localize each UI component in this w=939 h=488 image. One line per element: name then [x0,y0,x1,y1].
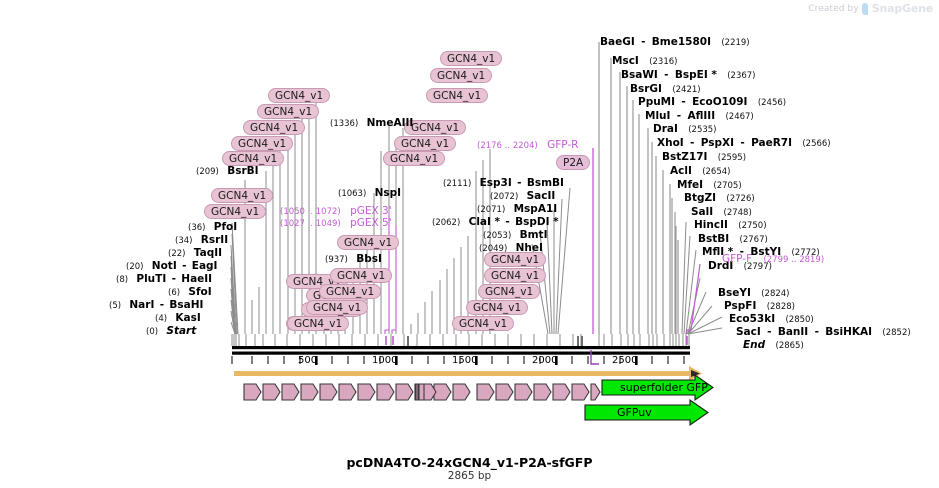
site-label-clai-bspdi: (2062) ClaI * - BspDI * [432,216,559,229]
site-label-pfoi: (36) PfoI [188,221,238,234]
site-label-bsrgi: BsrGI (2421) [630,83,701,96]
feature-chip-gcn4-15[interactable]: GCN4_v1 [306,300,369,315]
ruler-tick-1500: 1500 [452,355,478,366]
site-label-nari-bsahi: (5) NarI - BsaHI [109,299,204,312]
site-label-sacii: (2072) SacII [490,190,556,203]
site-label-drdi: DrdI (2797) [708,260,772,273]
ruler-tick-2000: 2000 [532,355,558,366]
site-label-end: End (2865) [743,339,804,352]
feature-label-superfolder-gfp: superfolder GFP [620,381,708,394]
gfp-r-bracket [590,350,599,365]
primer-label-pgex-5prime: (1027 .. 1049) pGEX 5' [280,217,392,230]
feature-chip-gcn4-8[interactable]: GCN4_v1 [231,136,294,151]
feature-chip-gcn4-25[interactable]: GCN4_v1 [478,284,541,299]
site-label-bstbi: BstBI (2767) [698,233,768,246]
ruler-tick-1000: 1000 [372,355,398,366]
site-label-sali: SalI (2748) [691,206,752,219]
ruler-minor-ticks [231,356,685,364]
gcn4-repeat-arrows [243,383,601,401]
site-label-baegi-bme1580i: BaeGI - Bme1580I (2219) [600,36,750,49]
feature-chip-gcn4-7[interactable]: GCN4_v1 [222,151,285,166]
feature-chip-gcn4-18[interactable]: GCN4_v1 [394,136,457,151]
site-label-bseyi: BseYI (2824) [718,287,790,300]
connector-line-gfp-f [686,263,701,334]
site-label-btgzi: BtgZI (2726) [684,192,755,205]
site-label-taqii: (22) TaqII [168,247,223,260]
site-label-nmeaiii: (1336) NmeAIII [330,117,414,130]
site-label-mflii-bstyi: MflI * - BstYI (2772) [702,246,820,259]
feature-chip-gcn4-13[interactable]: GCN4_v1 [330,268,393,283]
watermark-brand: SnapGene [871,2,933,15]
site-label-mspa1i: (2071) MspA1I [477,203,558,216]
sequence-backbone [232,346,690,355]
site-label-saci-banii-bsihkai: SacI - BanII - BsiHKAI (2852) [736,326,911,339]
connector-lines-left [230,93,317,335]
feature-chip-p2a[interactable]: P2A [556,155,591,170]
page-title: pcDNA4TO-24xGCN4_v1-P2A-sfGFP [346,455,593,470]
feature-chip-gcn4-21[interactable]: GCN4_v1 [430,68,493,83]
primer-tick-marks [385,336,688,345]
site-label-acli: AclI (2654) [670,165,731,178]
feature-chip-gcn4-10[interactable]: GCN4_v1 [257,104,320,119]
primer-label-gfp-f: GFP-F (2799 .. 2819) [722,253,825,266]
orf-orange-arrow [234,366,702,381]
feature-chip-gcn4-19[interactable]: GCN4_v1 [404,120,467,135]
primer-label-pgex-3prime: (1050 .. 1072) pGEX 3' [280,205,392,218]
page-subtitle: 2865 bp [447,470,492,482]
site-label-xhoi-pspxi-paer7i: XhoI - PspXI - PaeR7I (2566) [657,137,831,150]
ruler-tick-2500: 2500 [612,355,638,366]
site-label-mlui-afliii: MluI - AflIII (2467) [645,110,754,123]
feature-chip-gcn4-14[interactable]: GCN4_v1 [319,284,382,299]
restriction-tick-marks-bold [407,336,583,346]
site-label-rsrii: (34) RsrII [175,234,229,247]
site-label-pluti-haeii: (8) PluTI - HaeII [116,273,213,286]
connector-lines-mid-right-fan [531,187,571,335]
feature-chip-gcn4-16[interactable]: GCN4_v1 [287,316,350,331]
site-label-pspfi: PspFI (2828) [724,300,795,313]
feature-label-gfpuv: GFPuv [617,406,652,419]
site-label-bsawi-bspei: BsaWI - BspEI * (2367) [621,69,756,82]
watermark-prefix: Created by [808,3,859,14]
feature-chip-gcn4-6[interactable]: GCN4_v1 [211,188,274,203]
site-label-bmti: (2053) BmtI [483,229,548,242]
superfolder-gfp-arrow [601,373,714,402]
gfpuv-arrow [584,398,709,427]
snapgene-watermark: Created by SnapGene [808,2,933,15]
site-label-nhei: (2049) NheI [479,242,543,255]
connector-lines-right-vertical [598,42,679,334]
site-label-eco53ki: Eco53kI (2850) [729,313,814,326]
feature-chip-gcn4-22[interactable]: GCN4_v1 [440,51,503,66]
primer-label-gfp-r: (2176 .. 2204) GFP-R [477,139,579,152]
site-label-bbsi: (937) BbsI [325,253,382,266]
site-label-sfoi: (6) SfoI [168,286,212,299]
feature-chip-gcn4-12[interactable]: GCN4_v1 [337,235,400,250]
site-label-bsrbi: (209) BsrBI [196,165,259,178]
site-label-bstz17i: BstZ17I (2595) [662,151,747,164]
site-label-start: (0) Start [146,325,197,338]
site-label-esp3i-bsmbi: (2111) Esp3I - BsmBI [443,177,564,190]
ruler-major-ticks [315,356,638,365]
feature-chip-gcn4-27[interactable]: GCN4_v1 [452,316,515,331]
feature-chip-gcn4-9[interactable]: GCN4_v1 [243,120,306,135]
site-label-nspi: (1063) NspI [338,187,402,200]
feature-chip-gcn4-26[interactable]: GCN4_v1 [466,300,529,315]
site-label-hincii: HincII (2750) [694,219,767,232]
feature-chip-gcn4-17[interactable]: GCN4_v1 [383,151,446,166]
snapgene-logo-icon [861,2,869,15]
site-label-noti-eagi: (20) NotI - EagI [126,260,218,273]
feature-chip-gcn4-24[interactable]: GCN4_v1 [484,268,547,283]
feature-chip-gcn4-20[interactable]: GCN4_v1 [426,88,489,103]
feature-chip-gcn4-11[interactable]: GCN4_v1 [268,88,331,103]
feature-chip-gcn4-5[interactable]: GCN4_v1 [204,204,267,219]
site-label-drai: DraI (2535) [653,123,717,136]
site-label-msci: MscI (2316) [612,55,678,68]
site-label-mfei: MfeI (2705) [677,179,742,192]
site-label-ppumi-ecoo109i: PpuMI - EcoO109I (2456) [638,96,787,109]
restriction-tick-marks [231,334,690,346]
ruler-tick-500: 500 [298,355,318,366]
site-label-kasi: (4) KasI [155,312,201,325]
feature-chip-gcn4-23[interactable]: GCN4_v1 [484,252,547,267]
